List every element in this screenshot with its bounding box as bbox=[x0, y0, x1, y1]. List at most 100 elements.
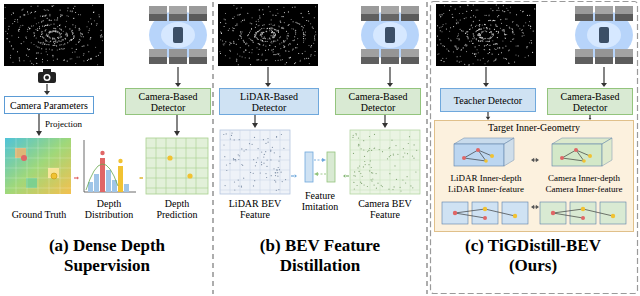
point bbox=[460, 20, 461, 21]
point bbox=[531, 42, 532, 43]
connector-arrow bbox=[343, 174, 349, 177]
connector-line bbox=[74, 177, 77, 178]
point bbox=[41, 21, 42, 22]
point bbox=[468, 64, 469, 65]
point bbox=[509, 49, 510, 50]
point bbox=[472, 53, 473, 54]
point bbox=[470, 17, 471, 18]
point bbox=[55, 30, 56, 31]
point bbox=[56, 31, 57, 32]
point bbox=[440, 30, 441, 31]
point bbox=[480, 35, 481, 36]
point bbox=[72, 32, 73, 33]
point bbox=[294, 63, 295, 64]
point bbox=[241, 31, 242, 32]
point bbox=[53, 31, 54, 32]
point bbox=[47, 24, 48, 25]
point bbox=[283, 28, 284, 29]
point bbox=[261, 35, 262, 36]
point bbox=[449, 31, 450, 32]
point bbox=[486, 28, 487, 29]
point bbox=[312, 26, 313, 27]
input-arrow bbox=[483, 83, 489, 87]
point bbox=[403, 148, 404, 149]
point bbox=[41, 48, 42, 49]
point bbox=[23, 14, 24, 15]
point bbox=[491, 31, 492, 32]
point bbox=[515, 54, 516, 55]
node-label: Depth Prediction bbox=[143, 198, 211, 220]
point bbox=[253, 173, 254, 174]
point bbox=[57, 32, 58, 33]
point bbox=[416, 150, 417, 151]
point bbox=[497, 37, 498, 38]
point bbox=[39, 47, 40, 48]
point bbox=[311, 54, 312, 55]
point bbox=[221, 33, 222, 34]
point bbox=[249, 38, 250, 39]
point bbox=[279, 43, 280, 44]
point bbox=[482, 24, 483, 25]
point bbox=[52, 45, 53, 46]
point bbox=[28, 56, 29, 57]
prediction-panel: Depth Prediction bbox=[143, 136, 211, 220]
point bbox=[281, 28, 282, 29]
depth-prediction-grid bbox=[146, 138, 208, 194]
point bbox=[265, 38, 266, 39]
point bbox=[64, 43, 65, 44]
point bbox=[289, 43, 290, 44]
point bbox=[272, 35, 273, 36]
point bbox=[437, 25, 438, 26]
point bbox=[241, 38, 242, 39]
point bbox=[259, 44, 260, 45]
point bbox=[61, 48, 62, 49]
connector-arrow bbox=[291, 174, 297, 177]
point bbox=[13, 13, 14, 14]
point bbox=[48, 32, 49, 33]
point bbox=[497, 37, 498, 38]
depth-map bbox=[5, 138, 71, 194]
point bbox=[252, 49, 253, 50]
point bbox=[58, 36, 59, 37]
point bbox=[475, 53, 476, 54]
point bbox=[530, 26, 531, 27]
point bbox=[58, 40, 59, 41]
point bbox=[26, 38, 27, 39]
point bbox=[223, 44, 224, 45]
point bbox=[253, 159, 254, 160]
point bbox=[397, 154, 398, 155]
point bbox=[488, 41, 489, 42]
point bbox=[52, 31, 53, 32]
point bbox=[71, 39, 72, 40]
point bbox=[31, 6, 32, 7]
point bbox=[79, 56, 80, 57]
point bbox=[492, 34, 493, 35]
point bbox=[372, 178, 373, 179]
point bbox=[471, 10, 472, 11]
point bbox=[479, 45, 480, 46]
point bbox=[49, 49, 50, 50]
point bbox=[459, 13, 460, 14]
point bbox=[530, 28, 531, 29]
point bbox=[70, 58, 71, 59]
point bbox=[22, 25, 23, 26]
point bbox=[45, 39, 46, 40]
point bbox=[13, 48, 14, 49]
point bbox=[493, 33, 494, 34]
point bbox=[259, 44, 260, 45]
point bbox=[73, 37, 74, 38]
point bbox=[275, 172, 276, 173]
point bbox=[233, 5, 234, 6]
bev-feature-map bbox=[352, 133, 417, 192]
point bbox=[514, 34, 515, 35]
connector-line bbox=[38, 114, 39, 131]
point bbox=[481, 36, 482, 37]
point bbox=[233, 43, 234, 44]
point bbox=[257, 59, 258, 60]
point bbox=[490, 38, 491, 39]
point bbox=[355, 176, 356, 177]
point bbox=[293, 49, 294, 50]
inner-feature-panel: LiDAR Inner-feature bbox=[441, 185, 531, 229]
point bbox=[478, 33, 479, 34]
point bbox=[475, 26, 476, 27]
